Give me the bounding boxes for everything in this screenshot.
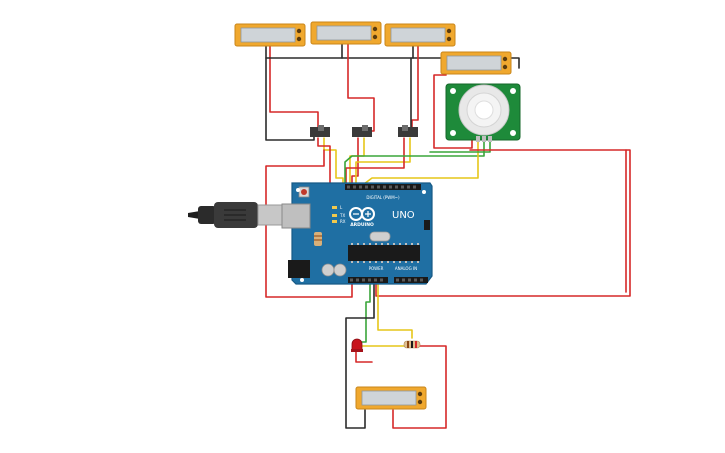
onboard-resistor [314, 232, 322, 246]
capacitor [333, 263, 347, 277]
mount-hole-icon [296, 188, 300, 192]
battery-3[interactable] [384, 23, 456, 47]
pir-sensor[interactable] [445, 83, 521, 142]
wire-battery4-red[interactable] [433, 74, 473, 149]
led-tx-label: TX [339, 213, 345, 218]
wire-battery2-red[interactable] [347, 43, 375, 132]
arduino-uno[interactable]: DIGITAL (PWM~) L TX RX ARDUINO UNO [281, 182, 433, 285]
mount-hole-icon [300, 278, 304, 282]
wire-led-red[interactable] [355, 349, 373, 363]
led-l-icon [332, 206, 337, 209]
led-tx-icon [332, 214, 337, 217]
wire-led-green[interactable] [359, 283, 371, 343]
mount-hole-icon [450, 88, 456, 94]
atmega-chip [348, 245, 420, 261]
terminal-icon [446, 28, 452, 34]
wire-resistor-yellow[interactable] [377, 283, 413, 339]
terminal-icon [372, 26, 378, 32]
mount-hole-icon [510, 130, 516, 136]
terminal-icon [502, 64, 508, 70]
terminal-icon [296, 36, 302, 42]
terminal-icon [502, 56, 508, 62]
wire-battery3-red[interactable] [411, 43, 419, 132]
usb-jack [281, 203, 311, 229]
usb-cable [188, 202, 291, 228]
crystal [369, 231, 391, 242]
wire-pir-green-2[interactable] [429, 139, 491, 153]
wire-battery3-down-black[interactable] [405, 57, 412, 132]
terminal-icon [417, 399, 423, 405]
switch-3[interactable] [398, 125, 418, 137]
mount-hole-icon [450, 130, 456, 136]
wire-pir-yellow[interactable] [363, 139, 479, 185]
switch-1[interactable] [310, 125, 330, 137]
mount-hole-icon [422, 190, 426, 194]
led-rx-icon [332, 220, 337, 223]
wire-switch2-red[interactable] [351, 137, 359, 185]
analog-label: ANALOG IN [395, 266, 417, 271]
wire-switch3-yellow[interactable] [355, 137, 411, 185]
battery-4[interactable] [440, 51, 512, 75]
wire-bottom-black[interactable] [345, 283, 375, 429]
mount-hole-icon [510, 88, 516, 94]
wire-switch1-red[interactable] [317, 137, 331, 185]
battery-1[interactable] [234, 23, 306, 47]
model-label: UNO [392, 210, 415, 221]
wire-battery-bus-black[interactable] [265, 57, 448, 71]
led-l-label: L [340, 205, 343, 210]
power-jack [288, 260, 310, 278]
power-label: POWER [369, 266, 384, 271]
terminal-icon [417, 391, 423, 397]
wire-switch3-red[interactable] [345, 137, 405, 185]
icsp-header [424, 220, 430, 230]
wire-switch1-yellow[interactable] [323, 137, 344, 185]
resistor[interactable] [403, 340, 421, 349]
terminal-icon [296, 28, 302, 34]
wire-left-red-loop[interactable] [265, 149, 353, 298]
wire-resistor-red[interactable] [392, 345, 447, 429]
wire-right-red-loop[interactable] [375, 149, 631, 297]
terminal-icon [372, 34, 378, 40]
wires [265, 43, 631, 429]
wire-battery1-red[interactable] [269, 45, 319, 132]
battery-2[interactable] [310, 21, 382, 45]
terminal-icon [446, 36, 452, 42]
brand-label: ARDUINO [350, 222, 374, 228]
digital-label: DIGITAL (PWM~) [366, 195, 400, 200]
capacitor [321, 263, 335, 277]
red-led[interactable] [351, 338, 363, 352]
wire-battery1-black[interactable] [265, 45, 315, 141]
led-rx-label: RX [340, 219, 346, 224]
switch-2[interactable] [352, 125, 372, 137]
arduino-logo-icon [349, 207, 375, 221]
battery-5[interactable] [355, 386, 427, 410]
